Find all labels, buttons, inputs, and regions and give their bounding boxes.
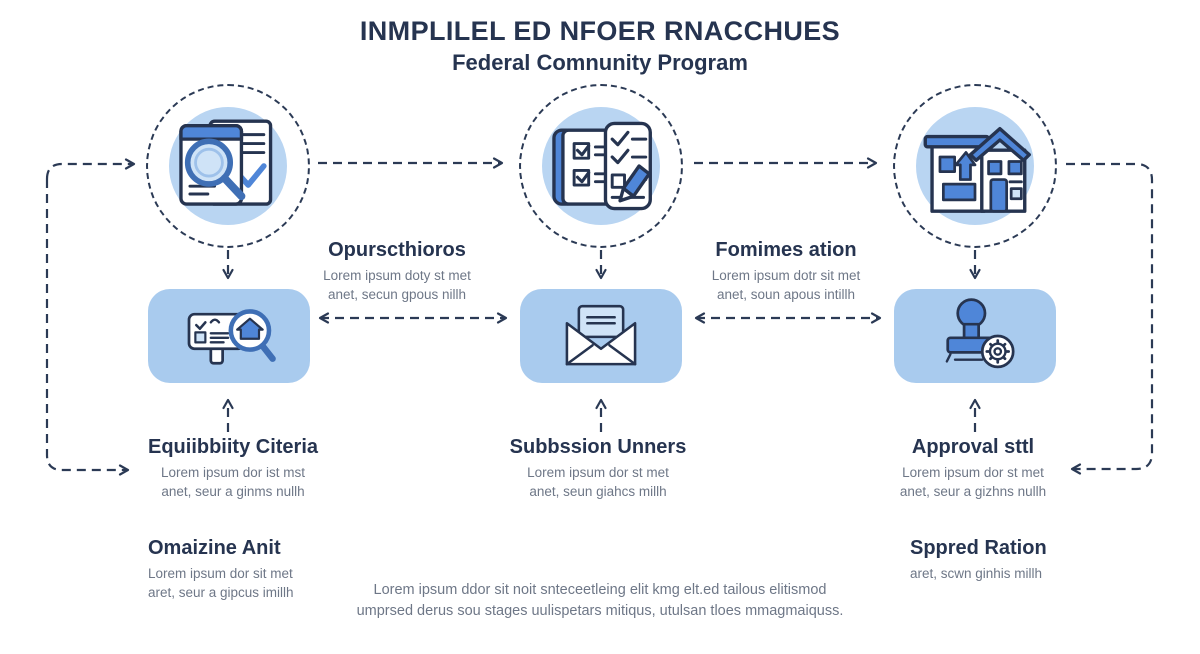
stage-circle-2 <box>519 84 683 248</box>
step-label-equiibbiity-citeria: Equiibbiity Citeria Lorem ipsum dor ist … <box>123 436 343 501</box>
process-box-2 <box>520 289 682 383</box>
step-description: Lorem ipsum dotr sit met anet, soun apou… <box>711 268 861 302</box>
house-icon <box>923 126 1031 213</box>
step-heading: Omaizine Anit <box>148 537 281 559</box>
gear-icon <box>980 334 1015 369</box>
step-description: Lorem ipsum dor st met anet, seun giahcs… <box>527 465 669 499</box>
checklist-icon <box>552 121 652 211</box>
footer-paragraph: Lorem ipsum ddor sit noit snteceetleing … <box>0 580 1200 622</box>
step-description: Lorem ipsum doty st met anet, secun gpou… <box>323 268 471 302</box>
envelope-icon <box>565 304 637 366</box>
step-description: aret, scwn ginhis millh <box>910 566 1043 581</box>
step-label-opurscthioros: Opurscthioros Lorem ipsum doty st met an… <box>297 239 497 304</box>
footer-line-1: Lorem ipsum ddor sit noit snteceetleing … <box>373 582 827 598</box>
stage-circle-3 <box>893 84 1057 248</box>
property-search-icon <box>187 309 276 365</box>
step-heading: Opurscthioros <box>328 239 466 261</box>
process-box-3 <box>894 289 1056 383</box>
step-description: Lorem ipsum dor ist mst anet, seur a gin… <box>160 465 306 499</box>
stage-circle-1 <box>146 84 310 248</box>
step-label-sppred-ration: Sppred Ration aret, scwn ginhis millh <box>910 537 1140 584</box>
arrow-left-loop-top <box>45 158 136 180</box>
approval-stamp-icon <box>945 298 1015 369</box>
step-heading: Subbssion Unners <box>509 436 687 458</box>
step-heading: Sppred Ration <box>910 537 1047 559</box>
page-subtitle: Federal Comnunity Program <box>452 50 748 75</box>
step-heading: Equiibbiity Citeria <box>147 436 319 458</box>
header: INMPLILEL ED NFOER RNACCHUES Federal Com… <box>0 16 1200 76</box>
page-title: INMPLILEL ED NFOER RNACCHUES <box>359 16 841 46</box>
arrow-left-loop-bottom <box>45 179 130 476</box>
footer-line-2: umprsed derus sou stages uulispetars mit… <box>356 603 844 620</box>
step-label-approval-sttl: Approval sttl Lorem ipsum dor st met ane… <box>863 436 1083 501</box>
arrow-right-loop <box>1066 162 1154 475</box>
step-heading: Fomimes ation <box>715 239 857 261</box>
step-description: Lorem ipsum dor st met anet, seur a gizh… <box>899 465 1047 499</box>
step-label-omaizine-anit: Omaizine Anit Lorem ipsum dor sit met ar… <box>148 537 378 602</box>
step-label-fomimes-ation: Fomimes ation Lorem ipsum dotr sit met a… <box>686 239 886 304</box>
step-description: Lorem ipsum dor sit met aret, seur a gip… <box>148 566 294 600</box>
step-heading: Approval sttl <box>911 436 1035 458</box>
step-label-subbssion-unners: Subbssion Unners Lorem ipsum dor st met … <box>488 436 708 501</box>
document-search-icon <box>179 119 273 206</box>
process-box-1 <box>148 289 310 383</box>
